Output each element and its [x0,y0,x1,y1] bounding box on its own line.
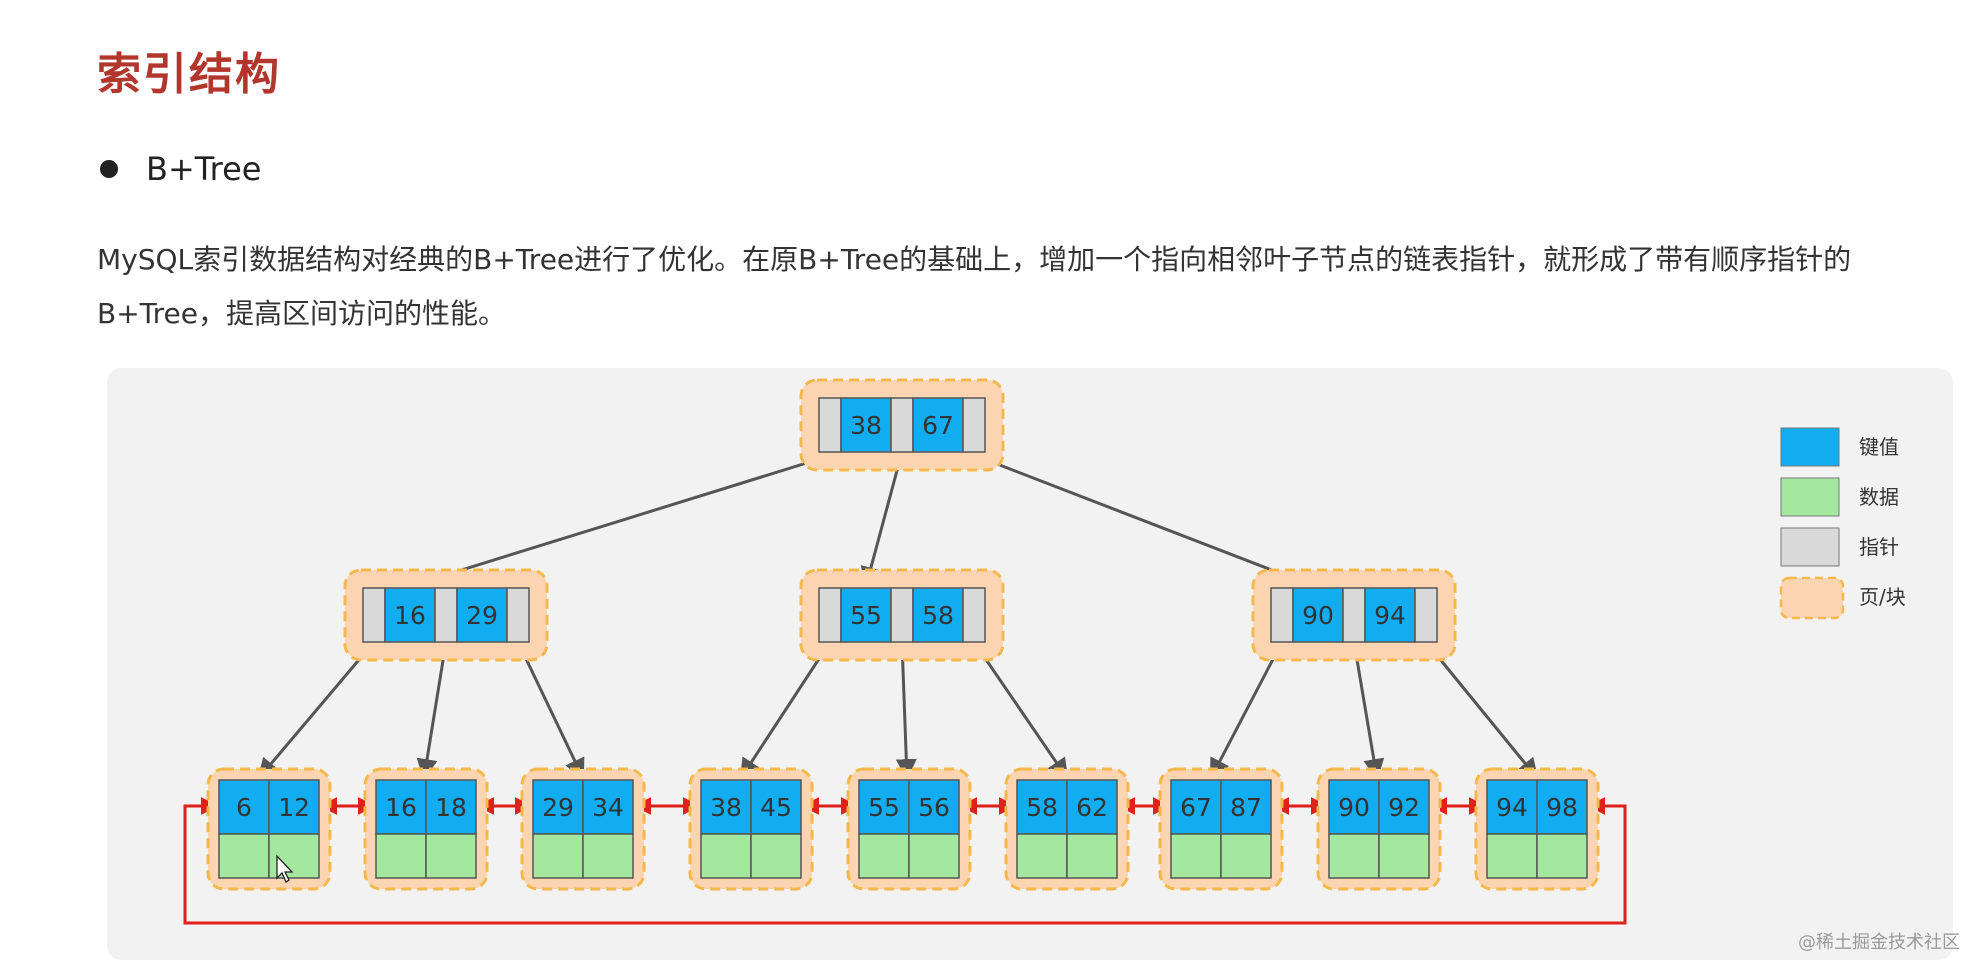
internal-node-2-key-0-label: 90 [1302,601,1334,630]
leaf-node-6-data-0 [1171,834,1221,878]
leaf-node-6-data-1 [1221,834,1271,878]
legend-label-2: 指针 [1859,535,1899,559]
edge-internal-1-to-leaf-3 [741,642,830,778]
leaf-node-3-data-0 [701,834,751,878]
edge-internal-2-to-leaf-8 [1426,642,1537,778]
internal-node-0-key-0-label: 16 [394,601,426,630]
leaf-node-0-key-0-label: 6 [236,793,252,822]
internal-node-1-pointer [819,588,841,642]
leaf-node-5-key-0-label: 58 [1026,793,1058,822]
internal-node-1-key-1-label: 58 [922,601,954,630]
leaf-node-7-data-0 [1329,834,1379,878]
leaf-node-4-key-0-label: 55 [868,793,900,822]
root-node-key-0-label: 38 [850,411,882,440]
watermark: @稀土掘金技术社区 [1798,928,1960,954]
leaf-node-2-key-0-label: 29 [542,793,574,822]
leaf-node-8-key-0-label: 94 [1496,793,1528,822]
internal-node-2-pointer [1415,588,1437,642]
bullet-text: B+Tree [146,150,261,188]
internal-node-0-pointer [363,588,385,642]
root-node-pointer [891,398,913,452]
leaf-node-8-data-0 [1487,834,1537,878]
leaf-node-0-data-0 [219,834,269,878]
leaf-node-2-data-0 [533,834,583,878]
page-title: 索引结构 [97,38,281,102]
internal-node-2-pointer [1271,588,1293,642]
internal-node-2-pointer [1343,588,1365,642]
edge-root-to-internal-0 [410,452,842,586]
edge-internal-1-to-leaf-5 [974,642,1067,778]
internal-node-2-key-1-label: 94 [1374,601,1406,630]
legend-swatch-2 [1781,528,1839,566]
edge-internal-0-to-leaf-2 [518,642,583,778]
leaf-node-2-key-1-label: 34 [592,793,624,822]
leaf-node-5-data-1 [1067,834,1117,878]
leaf-node-3-key-1-label: 45 [760,793,792,822]
leaf-node-8-key-1-label: 98 [1546,793,1578,822]
root-node-pointer [819,398,841,452]
internal-node-1-pointer [963,588,985,642]
leaf-node-4-data-1 [909,834,959,878]
leaf-node-7-key-1-label: 92 [1388,793,1420,822]
leaf-node-1-data-1 [426,834,476,878]
bullet-item: B+Tree [100,150,261,188]
edge-internal-2-to-leaf-7 [1354,642,1377,778]
internal-node-0-pointer [507,588,529,642]
leaf-node-0-key-1-label: 12 [278,793,310,822]
description-paragraph: MySQL索引数据结构对经典的B+Tree进行了优化。在原B+Tree的基础上，… [97,233,1857,341]
edge-internal-1-to-leaf-4 [902,642,907,778]
edge-root-to-internal-1 [866,452,902,586]
edge-internal-0-to-leaf-0 [259,642,374,778]
leaf-node-4-key-1-label: 56 [918,793,950,822]
leaf-node-1-data-0 [376,834,426,878]
btree-svg: 38 67 16 29 55 58 90 94 6 12 16 18 29 34 38 45 55 56 58 62 6… [107,368,1953,960]
legend-label-0: 键值 [1859,435,1899,459]
root-node-key-1-label: 67 [922,411,954,440]
tree-nodes: 38 67 16 29 55 58 90 94 6 12 16 18 29 34 38 45 55 56 58 62 6… [208,380,1598,889]
legend-label-3: 页/块 [1859,585,1906,609]
edge-root-to-internal-2 [966,452,1313,586]
leaf-node-4-data-0 [859,834,909,878]
btree-diagram: 38 67 16 29 55 58 90 94 6 12 16 18 29 34 38 45 55 56 58 62 6… [107,368,1953,960]
leaf-node-6-key-1-label: 87 [1230,793,1262,822]
leaf-node-6-key-0-label: 67 [1180,793,1212,822]
internal-node-0-pointer [435,588,457,642]
internal-node-1-key-0-label: 55 [850,601,882,630]
leaf-node-8-data-1 [1537,834,1587,878]
leaf-node-3-key-0-label: 38 [710,793,742,822]
internal-node-0-key-1-label: 29 [466,601,498,630]
leaf-node-1-key-0-label: 16 [385,793,417,822]
leaf-node-5-key-1-label: 62 [1076,793,1108,822]
edge-internal-2-to-leaf-6 [1211,642,1282,778]
legend-swatch-0 [1781,428,1839,466]
legend-swatch-1 [1781,478,1839,516]
legend-swatch-3 [1781,578,1843,618]
leaf-node-3-data-1 [751,834,801,878]
legend-label-1: 数据 [1859,485,1899,509]
edge-internal-0-to-leaf-1 [424,642,446,778]
leaf-node-7-data-1 [1379,834,1429,878]
leaf-node-5-data-0 [1017,834,1067,878]
bullet-dot-icon [100,160,118,178]
leaf-node-1-key-1-label: 18 [435,793,467,822]
root-node-pointer [963,398,985,452]
leaf-node-7-key-0-label: 90 [1338,793,1370,822]
leaf-node-2-data-1 [583,834,633,878]
internal-node-1-pointer [891,588,913,642]
